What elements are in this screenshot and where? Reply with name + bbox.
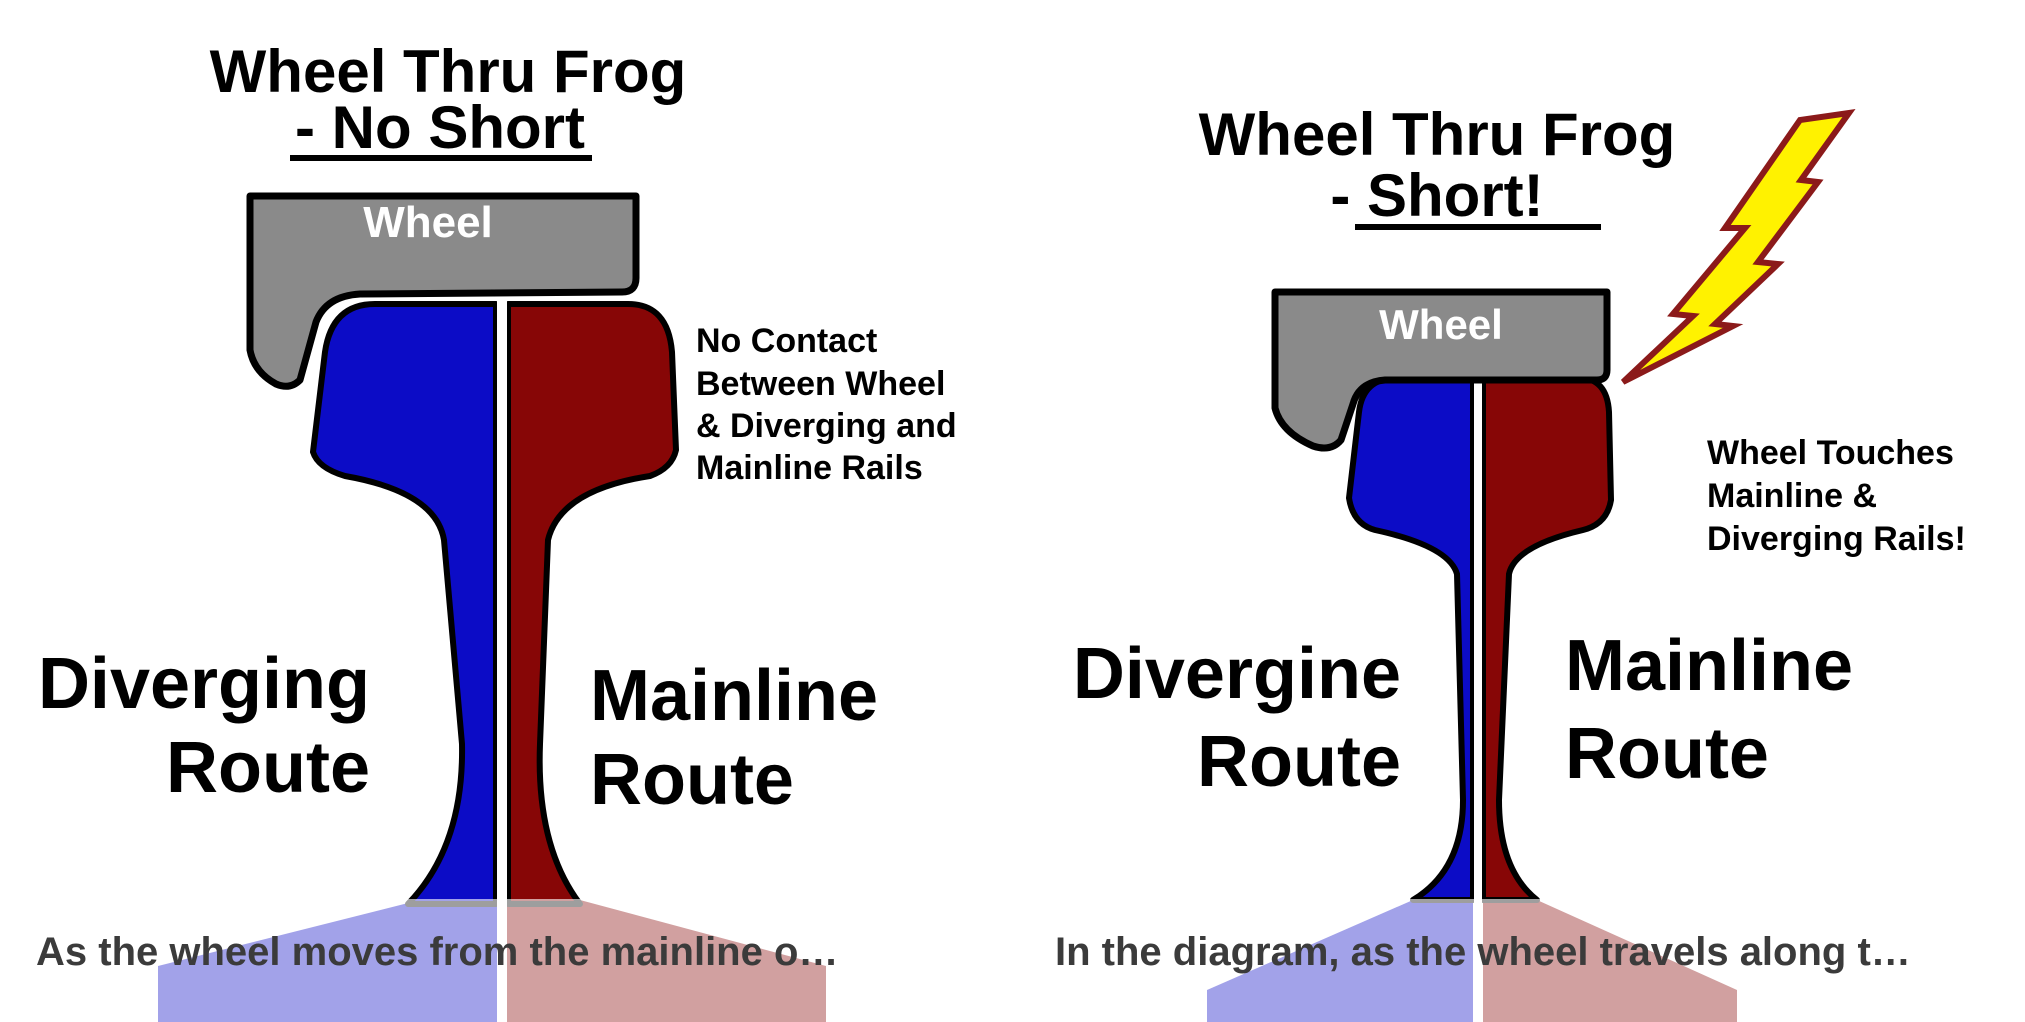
left-mainline-label-line1: Mainline	[590, 656, 878, 736]
left-title-line2: - No Short	[295, 94, 585, 161]
left-note-line3: & Diverging and	[696, 407, 957, 445]
right-title-line1: Wheel Thru Frog	[1199, 101, 1676, 168]
left-caption-overlay	[0, 899, 1012, 1022]
short-diagram: Wheel Wheel Thru Frog - Short! Wheel Tou…	[1073, 101, 1966, 1022]
mainline-rail	[1480, 375, 1614, 903]
right-caption[interactable]: In the diagram, as the wheel travels alo…	[1055, 930, 1911, 974]
right-note-line1: Wheel Touches	[1707, 434, 1954, 472]
left-diverging-label-line2: Route	[166, 728, 370, 808]
right-note-line2: Mainline &	[1707, 477, 1877, 515]
no-short-diagram: Wheel Wheel Thru Frog - No Short No Cont…	[38, 38, 957, 1022]
wheel-shape	[246, 192, 640, 390]
left-diagram-panel: Wheel Wheel Thru Frog - No Short No Cont…	[0, 0, 1012, 1022]
right-diverging-label-line2: Route	[1197, 722, 1401, 802]
right-diverging-label-line1: Divergine	[1073, 634, 1401, 714]
right-caption-overlay	[1013, 899, 2025, 1022]
right-title-underline	[1355, 224, 1601, 230]
right-diagram-panel: Wheel Wheel Thru Frog - Short! Wheel Tou…	[1013, 0, 2025, 1022]
wheel-label: Wheel	[1379, 301, 1503, 348]
left-note-line1: No Contact	[696, 322, 877, 360]
left-title-line1: Wheel Thru Frog	[210, 38, 687, 105]
left-caption[interactable]: As the wheel moves from the mainline o…	[36, 930, 839, 974]
left-note-line2: Between Wheel	[696, 365, 945, 403]
right-mainline-label-line1: Mainline	[1565, 626, 1853, 706]
wheel-shape	[1271, 288, 1611, 452]
right-mainline-label-line2: Route	[1565, 714, 1769, 794]
left-mainline-label-line2: Route	[590, 740, 794, 820]
left-note-line4: Mainline Rails	[696, 449, 923, 487]
diverging-rail	[310, 301, 499, 907]
diverging-rail	[1346, 375, 1476, 903]
wheel-label: Wheel	[363, 198, 493, 247]
lightning-bolt-icon	[1620, 109, 1856, 385]
left-diverging-label-line1: Diverging	[38, 644, 370, 724]
right-note-line3: Diverging Rails!	[1707, 520, 1966, 558]
left-title-underline	[290, 155, 592, 161]
panel-divider	[1012, 0, 1013, 1022]
mainline-rail	[505, 301, 679, 907]
right-title-line2: - Short!	[1330, 162, 1543, 229]
